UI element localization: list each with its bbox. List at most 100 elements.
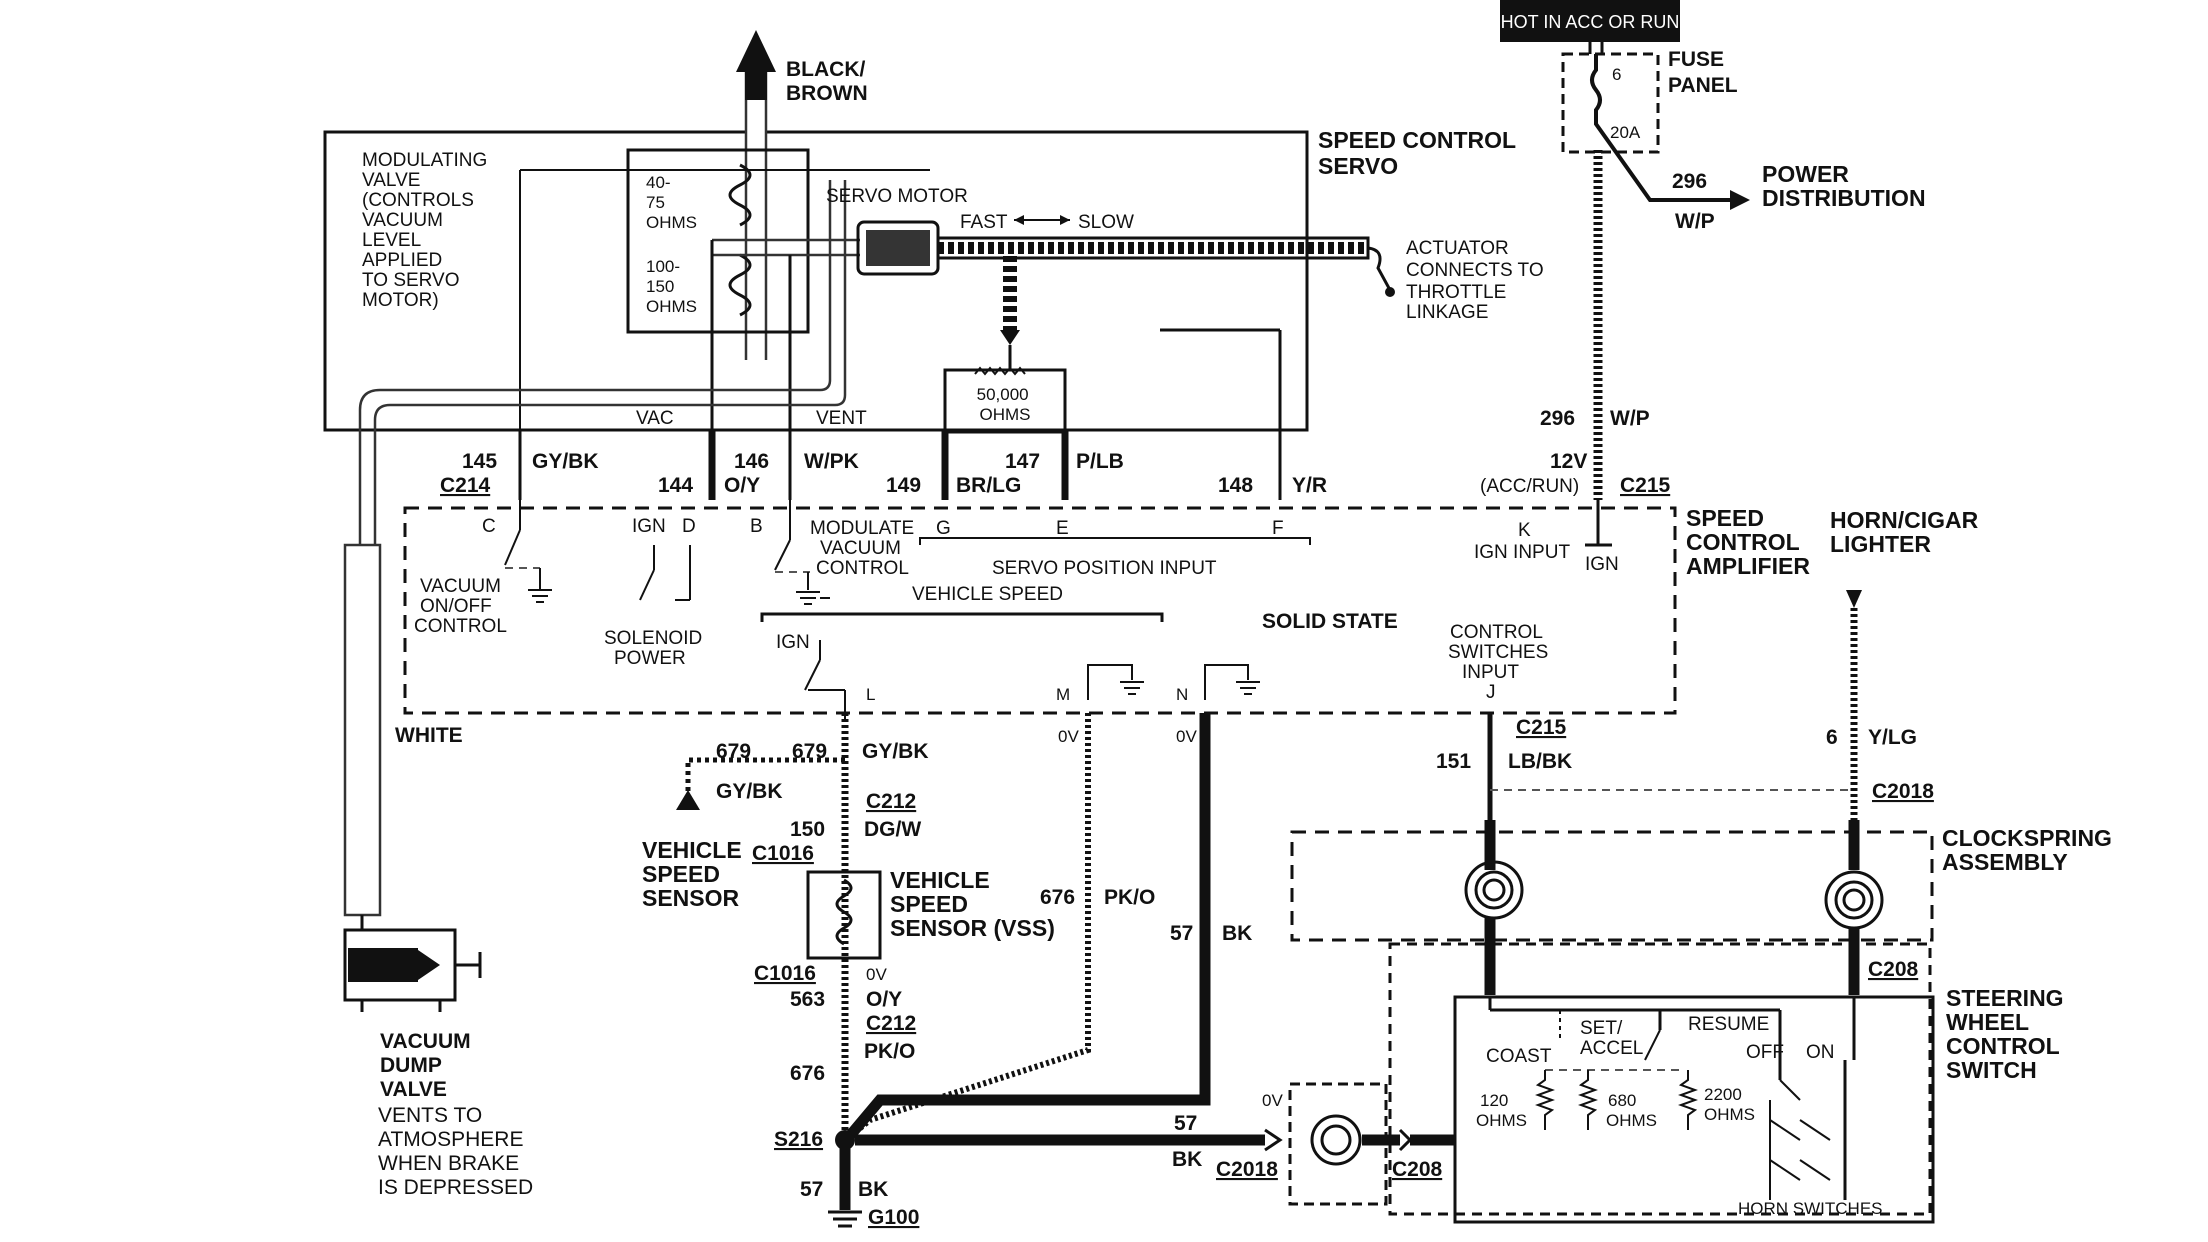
black-brown-hose: BLACK/ BROWN bbox=[736, 30, 868, 360]
svg-text:FAST: FAST bbox=[960, 212, 1008, 233]
hot-label-box: HOT IN ACC OR RUN bbox=[1500, 0, 1680, 42]
fuse-amperage: 20A bbox=[1610, 123, 1641, 142]
resistor-120-icon bbox=[1535, 1070, 1555, 1130]
resistor-680-icon bbox=[1578, 1070, 1598, 1130]
svg-text:SOLID STATE: SOLID STATE bbox=[1262, 610, 1398, 633]
svg-text:296: 296 bbox=[1672, 170, 1707, 193]
svg-text:IGN: IGN bbox=[1585, 554, 1619, 575]
svg-text:12V: 12V bbox=[1550, 450, 1587, 473]
svg-text:C212: C212 bbox=[866, 790, 916, 813]
speed-control-servo-label: SPEED CONTROL SERVO bbox=[1318, 127, 1522, 179]
svg-text:VEHICLE SPEED: VEHICLE SPEED bbox=[912, 584, 1063, 605]
horn-arrow-icon bbox=[1846, 590, 1862, 608]
arrow-right-icon bbox=[1060, 215, 1070, 225]
svg-text:147: 147 bbox=[1005, 450, 1040, 473]
vss-right-label: VEHICLE SPEED SENSOR (VSS) bbox=[890, 867, 1055, 941]
actuator-label: ACTUATOR CONNECTS TO THROTTLE LINKAGE bbox=[1406, 238, 1549, 323]
svg-text:149: 149 bbox=[886, 474, 921, 497]
svg-text:0V: 0V bbox=[1176, 727, 1197, 746]
svg-text:C208: C208 bbox=[1868, 958, 1919, 981]
svg-text:L: L bbox=[866, 685, 875, 704]
svg-text:C215: C215 bbox=[1516, 716, 1567, 739]
svg-text:146: 146 bbox=[734, 450, 769, 473]
svg-text:Y/LG: Y/LG bbox=[1868, 726, 1917, 749]
svg-text:SERVO POSITION INPUT: SERVO POSITION INPUT bbox=[992, 558, 1217, 579]
svg-text:C215: C215 bbox=[1620, 474, 1671, 497]
svg-text:6: 6 bbox=[1826, 726, 1838, 749]
svg-text:VENT: VENT bbox=[816, 408, 867, 429]
set-accel-label: SET/ ACCEL bbox=[1580, 1018, 1643, 1059]
switch-internals bbox=[1488, 997, 1856, 1200]
speed-control-amplifier-box bbox=[403, 506, 1677, 715]
servo-motor: SERVO MOTOR FAST SLOW bbox=[826, 186, 1395, 345]
svg-text:GY/BK: GY/BK bbox=[532, 450, 599, 473]
clockspring-assembly-box bbox=[1290, 830, 1934, 942]
vehicle-speed-sensor-box bbox=[806, 870, 882, 960]
fuse-panel-label: FUSE PANEL bbox=[1668, 48, 1738, 97]
svg-text:PK/O: PK/O bbox=[1104, 886, 1155, 909]
arrow-left-icon bbox=[1014, 215, 1024, 225]
fuse-panel: 6 20A FUSE PANEL 296 W/P POWER DISTRIBUT… bbox=[1561, 42, 1926, 233]
svg-text:SLOW: SLOW bbox=[1078, 212, 1134, 233]
svg-text:679: 679 bbox=[716, 740, 751, 763]
resistor-680-label: 680 OHMS bbox=[1606, 1091, 1657, 1130]
hot-label: HOT IN ACC OR RUN bbox=[1501, 12, 1680, 32]
k-ign-input-label: K IGN INPUT bbox=[1474, 520, 1570, 563]
clockspring-assembly-label: CLOCKSPRING ASSEMBLY bbox=[1942, 825, 2118, 875]
svg-text:IGN: IGN bbox=[632, 516, 666, 537]
svg-text:LB/BK: LB/BK bbox=[1508, 750, 1572, 773]
svg-text:148: 148 bbox=[1218, 474, 1253, 497]
fuse-number: 6 bbox=[1612, 65, 1621, 84]
solenoid-coil-icon bbox=[728, 163, 752, 317]
svg-text:C2018: C2018 bbox=[1216, 1158, 1278, 1181]
svg-text:B: B bbox=[750, 516, 763, 537]
svg-text:BR/LG: BR/LG bbox=[956, 474, 1021, 497]
svg-text:HORN SWITCHES: HORN SWITCHES bbox=[1738, 1199, 1883, 1218]
svg-text:BK: BK bbox=[1222, 922, 1252, 945]
dump-valve-arrow-icon bbox=[418, 950, 440, 980]
svg-text:57: 57 bbox=[800, 1178, 823, 1201]
sensor-coil-icon bbox=[835, 878, 853, 946]
svg-text:S216: S216 bbox=[774, 1128, 823, 1151]
clockspring-coil-right-icon bbox=[1824, 870, 1884, 930]
svg-text:DG/W: DG/W bbox=[864, 818, 921, 841]
svg-text:679: 679 bbox=[792, 740, 827, 763]
potentiometer-label: 50,000 OHMS bbox=[977, 385, 1034, 424]
ground-icon bbox=[796, 591, 820, 605]
svg-text:ON: ON bbox=[1806, 1042, 1835, 1063]
potentiometer-box bbox=[943, 368, 1067, 434]
horn-cigar-label: HORN/CIGAR LIGHTER bbox=[1830, 507, 1985, 557]
svg-text:0V: 0V bbox=[1058, 727, 1079, 746]
svg-text:C212: C212 bbox=[866, 1012, 916, 1035]
svg-text:G: G bbox=[936, 518, 951, 539]
svg-text:COAST: COAST bbox=[1486, 1046, 1552, 1067]
svg-text:SERVO MOTOR: SERVO MOTOR bbox=[826, 186, 968, 207]
ground-icon bbox=[1236, 681, 1260, 695]
svg-text:151: 151 bbox=[1436, 750, 1471, 773]
svg-text:RESUME: RESUME bbox=[1688, 1014, 1769, 1035]
vss-left-label: VEHICLE SPEED SENSOR bbox=[642, 837, 748, 911]
power-distribution-label: POWER DISTRIBUTION bbox=[1762, 161, 1926, 211]
svg-text:G100: G100 bbox=[868, 1206, 919, 1229]
svg-text:0V: 0V bbox=[1262, 1091, 1283, 1110]
inner-switch-dashed-box bbox=[1388, 942, 1932, 1216]
svg-text:144: 144 bbox=[658, 474, 693, 497]
svg-text:(ACC/RUN): (ACC/RUN) bbox=[1480, 476, 1579, 497]
ground-icon bbox=[1120, 681, 1144, 695]
steering-wheel-control-switch-label: STEERING WHEEL CONTROL SWITCH bbox=[1946, 985, 2070, 1083]
svg-text:C1016: C1016 bbox=[752, 842, 814, 865]
svg-text:F: F bbox=[1272, 518, 1284, 539]
resistor-120-label: 120 OHMS bbox=[1476, 1091, 1527, 1130]
svg-text:GY/BK: GY/BK bbox=[716, 780, 783, 803]
control-switches-input-label: CONTROL SWITCHES INPUT J bbox=[1448, 622, 1554, 703]
svg-text:145: 145 bbox=[462, 450, 497, 473]
svg-text:296: 296 bbox=[1540, 407, 1575, 430]
ground-icon bbox=[828, 1210, 862, 1228]
svg-text:C214: C214 bbox=[440, 474, 491, 497]
svg-text:676: 676 bbox=[790, 1062, 825, 1085]
modulate-vacuum-label: MODULATE VACUUM CONTROL bbox=[810, 518, 919, 579]
amplifier-internal-switches bbox=[504, 500, 830, 605]
svg-text:C2018: C2018 bbox=[1872, 780, 1934, 803]
power-arrow-icon bbox=[1730, 190, 1750, 210]
